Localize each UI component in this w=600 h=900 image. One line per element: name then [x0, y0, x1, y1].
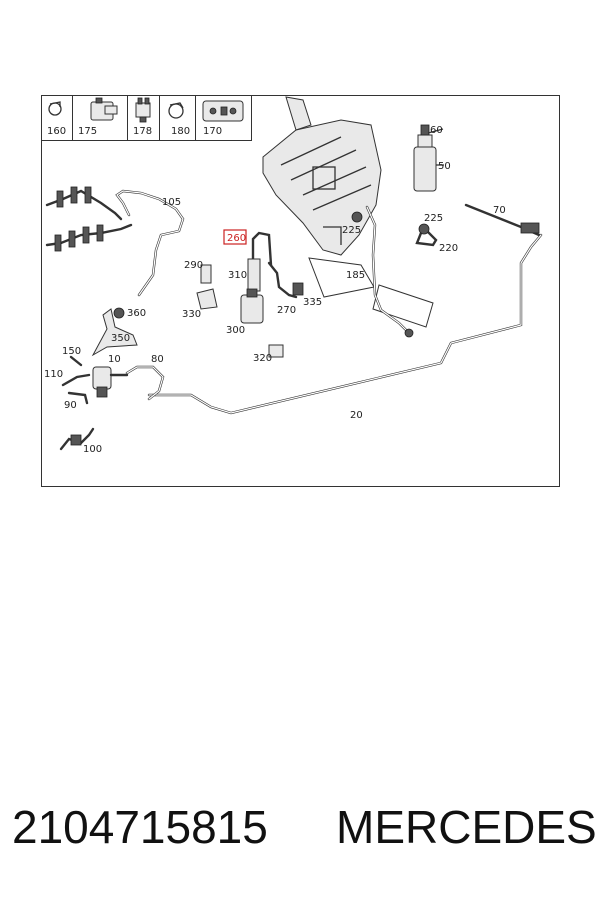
callout-100: 100 [83, 444, 102, 455]
connector-icon [135, 97, 151, 123]
tube-310 [247, 258, 261, 292]
callout-20: 20 [350, 410, 363, 421]
bracket-350 [91, 308, 138, 357]
footer-caption: 2104715815 MERCEDES [0, 800, 600, 860]
clamp-335 [292, 282, 304, 296]
elbow-90 [67, 391, 89, 405]
callout-300: 300 [226, 325, 245, 336]
callout-350: 350 [111, 333, 130, 344]
clip-225 [418, 223, 430, 235]
callout-70: 70 [493, 205, 506, 216]
callout-80: 80 [151, 354, 164, 365]
line-end-fitting [404, 328, 414, 338]
clamp-icon [168, 102, 184, 119]
clip-225 [351, 211, 363, 223]
leader-line [427, 128, 444, 134]
header-label-180: 180 [171, 126, 190, 137]
callout-290: 290 [184, 260, 203, 271]
bracket-330 [196, 288, 218, 310]
callout-105: 105 [162, 197, 181, 208]
callout-150: 150 [62, 346, 81, 357]
nut-360 [113, 307, 125, 319]
callout-60: 60 [430, 125, 443, 136]
connector-icon [90, 97, 118, 121]
callout-260: 260 [227, 233, 246, 244]
header-label-170: 170 [203, 126, 222, 137]
callout-225-left: 225 [342, 225, 361, 236]
callout-270: 270 [277, 305, 296, 316]
header-label-175: 175 [78, 126, 97, 137]
parts-diagram: 160 175 178 180 170 [41, 95, 560, 487]
hose-260 [251, 231, 273, 267]
valve-300 [240, 294, 264, 324]
callout-310: 310 [228, 270, 247, 281]
callout-185: 185 [346, 270, 365, 281]
hose-270 [267, 261, 298, 299]
hose-220 [415, 227, 438, 247]
callout-90: 90 [64, 400, 77, 411]
callout-10: 10 [108, 354, 121, 365]
brand-name: MERCEDES [336, 801, 597, 853]
bracket-icon [202, 100, 244, 122]
callout-335: 335 [303, 297, 322, 308]
part-number: 2104715815 [12, 801, 268, 853]
callout-330: 330 [182, 309, 201, 320]
floor-plate [372, 284, 434, 328]
callout-360: 360 [127, 308, 146, 319]
header-label-160: 160 [47, 126, 66, 137]
engine-block [262, 96, 382, 256]
highlight-box-260 [223, 229, 247, 245]
fuel-rail [45, 186, 133, 252]
hose-110 [61, 373, 91, 387]
callout-220: 220 [439, 243, 458, 254]
hose-150 [69, 355, 83, 367]
diagram-canvas: 160 175 178 180 170 [41, 95, 560, 487]
callout-225-right: 225 [424, 213, 443, 224]
line-coupler [520, 222, 540, 234]
connector-320 [268, 344, 284, 358]
regulator-10 [92, 366, 112, 390]
callout-320: 320 [253, 353, 272, 364]
fitting-290 [200, 264, 212, 284]
callout-50: 50 [438, 161, 451, 172]
callout-110: 110 [44, 369, 63, 380]
header-label-178: 178 [133, 126, 152, 137]
fuel-pump [413, 124, 437, 192]
clamp-icon [48, 101, 62, 116]
